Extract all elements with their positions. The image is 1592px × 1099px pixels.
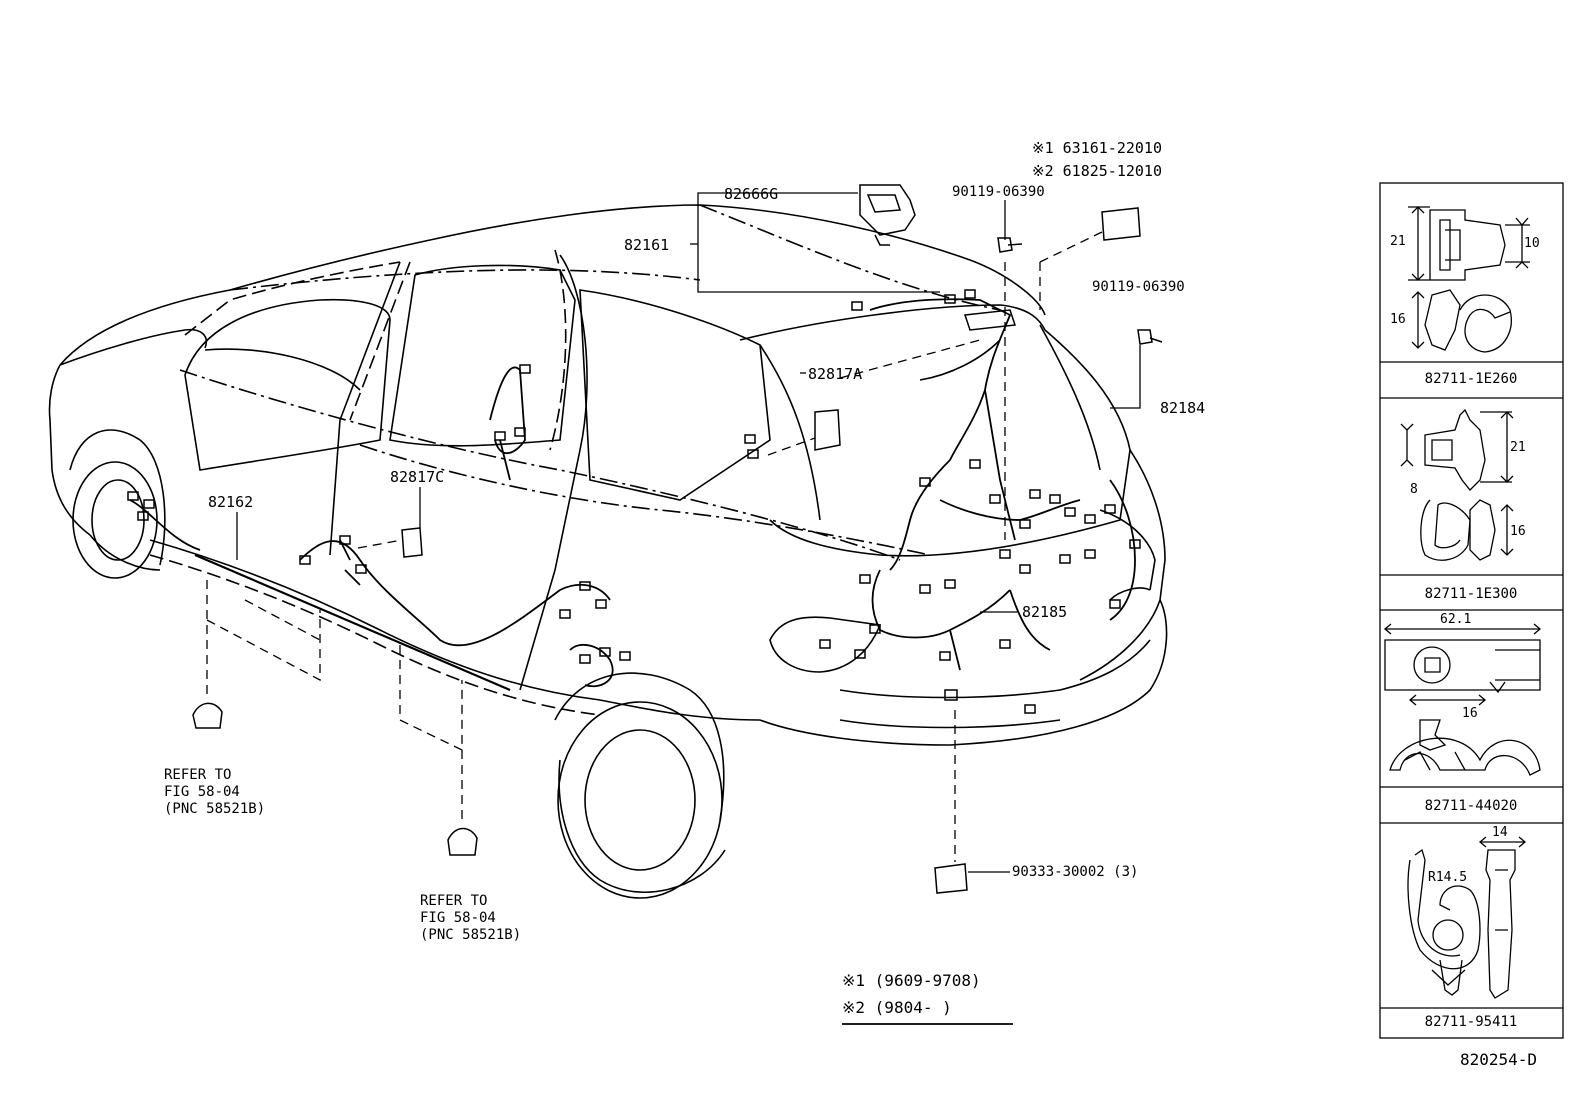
label-82184: 82184 [1160,399,1206,417]
figure-id: 820254-D [1460,1050,1538,1069]
panel2-dim-21: 21 [1510,440,1526,455]
refer-note-middle: REFER TO FIG 58-04 (PNC 58521B) [420,893,521,944]
panel2-dim-8: 8 [1410,482,1418,497]
vehicle-body [48,204,1168,899]
refer-left-line1: REFER TO [164,767,232,783]
refer-left-line2: FIG 58-04 [164,784,240,800]
panel2-part-number: 82711-1E300 [1424,586,1518,602]
legend-item-2: ※2 (9804- ) [842,998,952,1017]
dashed-guides [206,231,1103,862]
panel4-dim-14: 14 [1492,825,1508,840]
label-82817A: 82817A [808,365,863,383]
leader-lines [236,192,1141,873]
wire-harness [129,298,1136,688]
panel1-dim-16: 16 [1390,312,1406,327]
label-note1-part: ※1 63161-22010 [1032,139,1162,157]
panel2-dim-16: 16 [1510,524,1526,539]
refer-mid-line1: REFER TO [420,893,488,909]
panel3-dim-16: 16 [1462,706,1478,721]
clip-panels [1379,182,1564,1039]
label-82817C: 82817C [390,468,445,486]
panel4-dim-r14-5: R14.5 [1428,870,1468,885]
label-82162: 82162 [208,493,254,511]
panel3-dim-62-1: 62.1 [1440,612,1472,627]
refer-note-left: REFER TO FIG 58-04 (PNC 58521B) [164,767,265,818]
panel1-dim-10: 10 [1524,236,1540,251]
label-82185: 82185 [1022,603,1068,621]
label-90119-lower: 90119-06390 [1092,279,1185,295]
label-note2-part: ※2 61825-12010 [1032,162,1162,180]
refer-mid-line3: (PNC 58521B) [420,927,522,943]
harness-connectors [127,289,1141,714]
refer-left-line3: (PNC 58521B) [164,801,266,817]
legend-item-1: ※1 (9609-9708) [842,971,981,990]
panel1-dim-21: 21 [1390,234,1406,249]
panel3-part-number: 82711-44020 [1424,798,1518,814]
label-90333: 90333-30002 (3) [1012,864,1139,880]
refer-mid-line2: FIG 58-04 [420,910,496,926]
label-82161: 82161 [624,236,670,254]
panel4-part-number: 82711-95411 [1424,1014,1518,1030]
label-82666G: 82666G [724,185,779,203]
components [192,184,1163,894]
label-90119-upper: 90119-06390 [952,184,1045,200]
panel1-part-number: 82711-1E260 [1424,371,1518,387]
